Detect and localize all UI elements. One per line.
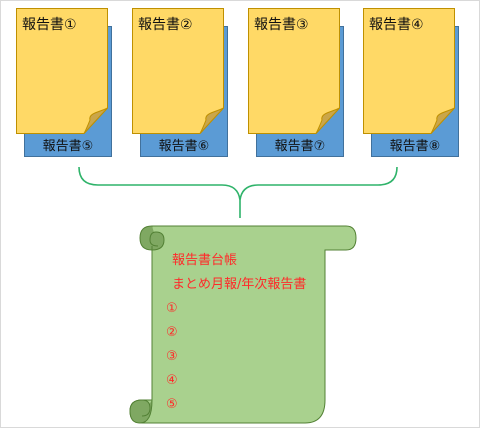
- report-back-label: 報告書⑤: [42, 139, 94, 154]
- report-back-label: 報告書⑥: [158, 139, 210, 154]
- report-front-label: 報告書④: [369, 17, 424, 33]
- ledger-item: ④: [166, 373, 178, 388]
- ledger-item: ②: [166, 325, 178, 340]
- report-stack-1: 報告書⑤ 報告書①: [3, 0, 123, 165]
- ledger-item: ⑤: [166, 397, 178, 412]
- report-sticky-note: [16, 8, 108, 134]
- report-stack-3: 報告書⑦ 報告書③: [235, 0, 355, 165]
- report-back-label: 報告書⑧: [389, 139, 441, 154]
- ledger-title: 報告書台帳: [172, 253, 238, 268]
- brace-connector: [78, 166, 398, 218]
- ledger-item: ③: [166, 349, 178, 364]
- report-stack-2: 報告書⑥ 報告書②: [119, 0, 239, 165]
- ledger-content: 報告書台帳 まとめ月報/年次報告書 ① ② ③ ④ ⑤: [166, 249, 306, 417]
- report-stack-4: 報告書⑧ 報告書④: [350, 0, 470, 165]
- ledger-item: ①: [166, 301, 178, 316]
- report-sticky-note: [248, 8, 340, 134]
- report-sticky-note: [132, 8, 224, 134]
- ledger-subtitle: まとめ月報/年次報告書: [172, 277, 307, 292]
- report-front-label: 報告書①: [22, 17, 77, 33]
- report-front-label: 報告書③: [254, 17, 309, 33]
- report-sticky-note: [363, 8, 455, 134]
- report-front-label: 報告書②: [138, 17, 193, 33]
- report-back-label: 報告書⑦: [274, 139, 326, 154]
